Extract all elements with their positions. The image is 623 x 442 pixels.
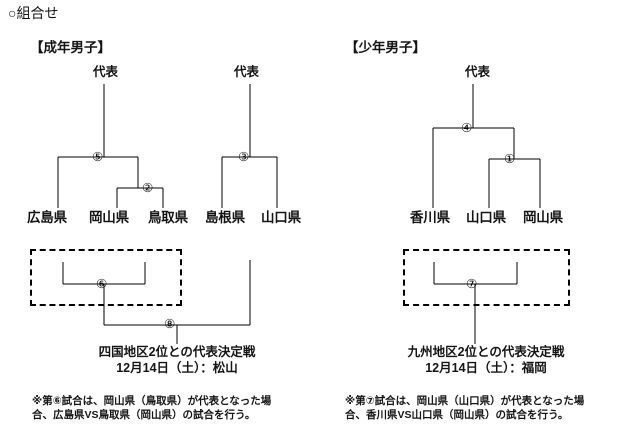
final-match-line1-shonen: 九州地区2位との代表決定戦: [407, 345, 565, 359]
rep-label-shonen: 代表: [465, 65, 491, 79]
match-number-1: ①: [503, 152, 517, 166]
match-number-3: ③: [237, 150, 251, 164]
match-number-7: ⑦: [465, 277, 479, 291]
final-match-line1-seinen: 四国地区2位との代表決定戦: [98, 345, 256, 359]
team-label-yamaguchi-shonen: 山口県: [466, 210, 506, 225]
match-number-2: ②: [141, 181, 155, 195]
note-shonen-danshi: ※第⑦試合は、岡山県（山口県）が代表となった場合、香川県VS山口県（岡山県）の試…: [345, 395, 585, 422]
team-label-kagawa: 香川県: [410, 210, 450, 225]
final-match-line2-shonen: 12月14日（土）：福岡: [425, 361, 547, 375]
rep-label-seinen-left: 代表: [93, 65, 119, 79]
team-label-hiroshima: 広島県: [27, 210, 67, 225]
final-match-line2-seinen: 12月14日（土）：松山: [116, 361, 238, 375]
seinen-playoff-box: [30, 249, 182, 306]
match-number-8: ⑧: [163, 317, 177, 331]
team-label-tottori: 鳥取県: [148, 210, 188, 225]
match-number-5: ⑤: [91, 150, 105, 164]
match-number-4: ④: [460, 121, 474, 135]
note-seinen-danshi: ※第⑥試合は、岡山県（鳥取県）が代表となった場合、広島県VS鳥取県（岡山県）の試…: [32, 395, 272, 422]
team-label-yamaguchi: 山口県: [261, 210, 301, 225]
shonen-playoff-box: [403, 249, 570, 306]
match-number-6: ⑥: [95, 277, 109, 291]
team-label-okayama: 岡山県: [89, 210, 129, 225]
section-title-seinen-danshi: 【成年男子】: [30, 40, 111, 55]
section-title-shonen-danshi: 【少年男子】: [345, 40, 426, 55]
page-heading: ○組合せ: [8, 5, 59, 21]
rep-label-seinen-right: 代表: [234, 65, 260, 79]
team-label-okayama-shonen: 岡山県: [523, 210, 563, 225]
team-label-shimane: 島根県: [205, 210, 245, 225]
